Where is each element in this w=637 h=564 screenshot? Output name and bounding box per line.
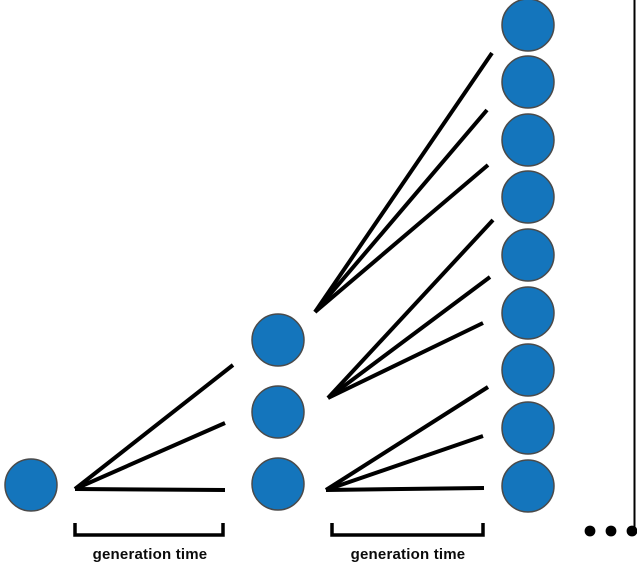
edge-line — [325, 434, 484, 492]
edge-line — [313, 51, 494, 314]
edge-line — [327, 321, 484, 400]
edge-line — [326, 218, 495, 400]
edge-line — [73, 363, 235, 491]
generation-2-node — [501, 459, 555, 513]
generation-time-bracket — [73, 523, 225, 537]
generation-time-label-1: generation time — [92, 546, 208, 563]
generation-2-node — [501, 55, 555, 109]
generation-2-node — [501, 286, 555, 340]
edge-line — [313, 108, 489, 314]
ellipsis-dot — [626, 525, 637, 537]
generation-time-label-2: generation time — [350, 546, 466, 563]
generation-2-node — [501, 170, 555, 224]
edge-line — [326, 275, 492, 400]
generation-2-node — [501, 0, 555, 52]
generation-2-node — [501, 401, 555, 455]
generation-1-node — [251, 385, 305, 439]
edge-line — [74, 421, 226, 491]
generation-0-node — [4, 458, 58, 512]
edge-line — [313, 163, 490, 314]
edge-line — [74, 487, 226, 492]
generation-2-node — [501, 343, 555, 397]
ellipsis-dot — [584, 525, 596, 537]
edge-line — [324, 385, 490, 492]
generation-2-node — [501, 113, 555, 167]
edge-line — [325, 486, 485, 492]
ellipsis-dot — [605, 525, 617, 537]
generation-1-node — [251, 313, 305, 367]
generation-time-bracket — [330, 523, 485, 537]
generation-2-node — [501, 228, 555, 282]
generation-1-node — [251, 457, 305, 511]
